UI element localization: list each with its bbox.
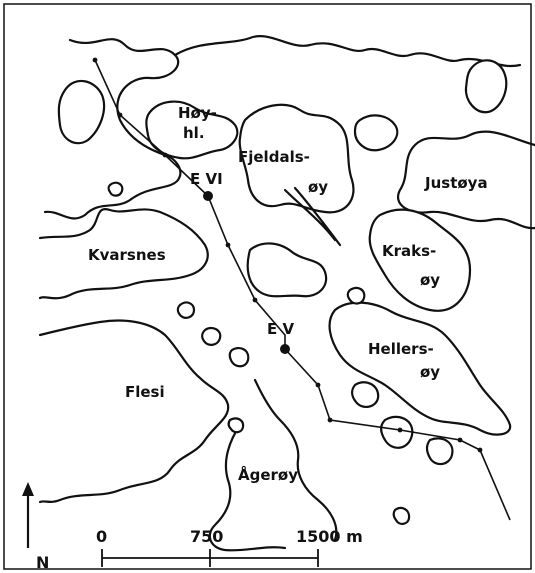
islet-6 [380,415,414,449]
label-station-e5: E V [267,320,294,338]
waypoint [252,297,258,303]
north-arrow-head [22,482,34,496]
label-station-e6: E VI [190,170,223,188]
coast-flesi [38,319,230,504]
islet-10 [107,181,124,197]
station-e6-marker [203,191,213,201]
scale-label-1500: 1500 m [296,527,363,546]
island-west-small [57,79,106,145]
waypoint [315,382,321,388]
label-hoy-line2: hl. [183,124,205,142]
islet-4 [346,286,366,305]
label-fjeldals-line2: øy [308,178,328,196]
label-kvarsnes: Kvarsnes [88,246,166,264]
waypoint [327,417,333,423]
route-waypoints [92,57,483,453]
island-ne-small [353,114,399,152]
waypoint [117,112,123,118]
north-arrow [22,482,34,548]
label-kraks-line1: Kraks- [382,242,436,260]
coast-justoya [397,130,535,230]
spit-fjeldalsoy [283,186,342,247]
islet-9 [392,506,411,525]
island-kraksoy [368,208,472,312]
label-hellers-line1: Hellers- [368,340,434,358]
scale-label-0: 0 [96,527,107,546]
coast-ageroy [208,378,338,552]
waypoint [477,447,483,453]
waypoint [225,242,231,248]
label-flesi: Flesi [125,383,165,401]
label-hellers-line2: øy [420,363,440,381]
label-hoy-line1: Høy- [178,104,217,122]
island-fjeldalsoy [238,103,355,214]
label-ageroy: Ågerøy [238,465,298,484]
label-justoya: Justøya [424,174,488,192]
north-label: N [36,553,49,572]
map-frame [3,3,532,570]
island-hellersoy [328,301,512,436]
island-ne-oval [464,59,508,114]
coast-northwest [43,38,182,220]
scale-bar [101,549,319,567]
label-kraks-line2: øy [420,271,440,289]
coast-north [173,35,522,68]
coast-kvarsnes [38,208,209,300]
survey-route [94,59,511,521]
waypoint [397,427,403,433]
islet-7 [425,437,454,466]
island-central [246,242,328,298]
scale-label-750: 750 [190,527,223,546]
island-hoyholmen [145,100,239,160]
station-e5-marker [280,344,290,354]
islet-8 [227,417,245,434]
waypoint [457,437,463,443]
islet-5 [351,381,380,408]
islet-1 [176,301,196,319]
islet-3 [228,346,250,368]
label-fjeldals-line1: Fjeldals- [238,148,310,166]
waypoint [162,152,168,158]
islet-2 [201,326,222,346]
waypoint [92,57,98,63]
